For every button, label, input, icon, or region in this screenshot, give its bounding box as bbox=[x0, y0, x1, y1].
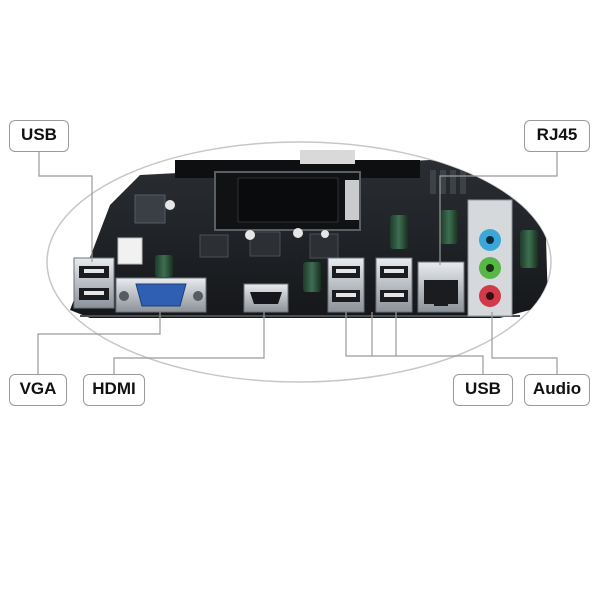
rj45-port bbox=[417, 261, 465, 313]
hdmi-port bbox=[243, 283, 289, 313]
capacitor bbox=[303, 262, 321, 292]
usb-label-bottom: USB bbox=[453, 374, 513, 406]
board-group bbox=[70, 150, 548, 318]
usb-port-left bbox=[73, 257, 115, 309]
rj45-label: RJ45 bbox=[524, 120, 590, 152]
vga-label: VGA bbox=[9, 374, 67, 406]
vga-port bbox=[115, 277, 207, 313]
audio-label: Audio bbox=[524, 374, 590, 406]
hdmi-label: HDMI bbox=[83, 374, 145, 406]
usb-port-mid-1 bbox=[327, 257, 365, 313]
leader-lines bbox=[37, 152, 558, 374]
usb-port-mid-2 bbox=[375, 257, 413, 313]
audio-jacks bbox=[467, 199, 513, 317]
usb-label-top: USB bbox=[9, 120, 69, 152]
